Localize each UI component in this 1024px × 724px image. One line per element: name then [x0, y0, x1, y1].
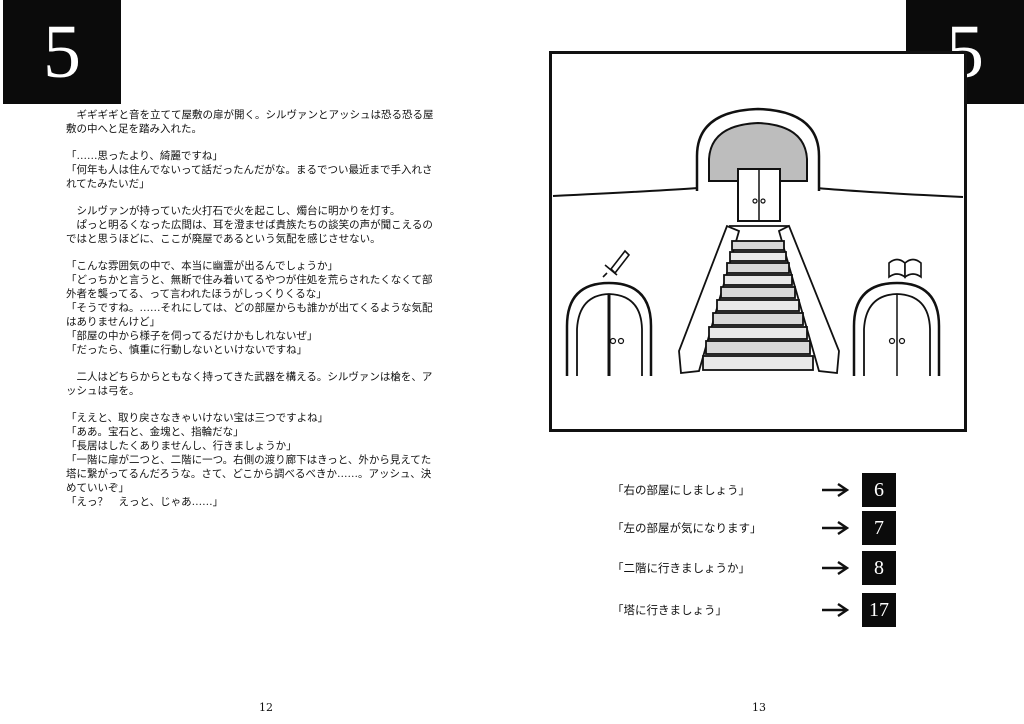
choice-text: 「左の部屋が気になります」 [612, 521, 762, 535]
page-number-left: 12 [259, 701, 273, 714]
paragraph: 二人はどちらからともなく持ってきた武器を構える。シルヴァンは槍を、ア ッシュは弓… [66, 371, 433, 397]
arrow-right-icon [822, 561, 850, 575]
paragraph: シルヴァンが持っていた火打石で火を起こし、燭台に明かりを灯す。 ぱっと明るくなっ… [66, 205, 433, 245]
paragraph: 「こんな雰囲気の中で、本当に幽霊が出るんでしょうか」 「どっちかと言うと、無断で… [66, 260, 433, 356]
paragraph-gap [66, 191, 466, 204]
paragraph: 「……思ったより、綺麗ですね」 「何年も人は住んでないって話だったんだがな。まる… [66, 150, 433, 190]
choice-row[interactable]: 「二階に行きましょうか」 8 [612, 551, 896, 585]
left-door [565, 281, 653, 376]
story-text: ギギギギと音を立てて屋敷の扉が開く。シルヴァンとアッシュは恐る恐る屋 敷の中へと… [66, 108, 466, 509]
paragraph-gap [66, 398, 466, 411]
upper-door [737, 168, 781, 222]
choice-text: 「塔に行きましょう」 [612, 603, 727, 617]
section-number-left: 5 [3, 0, 121, 104]
choice-text: 「右の部屋にしましょう」 [612, 483, 750, 497]
hall-illustration [549, 51, 967, 432]
staircase [678, 224, 840, 374]
target-section-number[interactable]: 6 [862, 473, 896, 507]
book-icon [888, 258, 922, 279]
arrow-right-icon [822, 483, 850, 497]
paragraph-gap [66, 246, 466, 259]
target-section-number[interactable]: 7 [862, 511, 896, 545]
paragraph: ギギギギと音を立てて屋敷の扉が開く。シルヴァンとアッシュは恐る恐る屋 敷の中へと… [66, 109, 434, 135]
paragraph-gap [66, 357, 466, 370]
arrow-right-icon [822, 521, 850, 535]
choice-row[interactable]: 「右の部屋にしましょう」 6 [612, 473, 896, 507]
choice-row[interactable]: 「左の部屋が気になります」 7 [612, 511, 896, 545]
page-number-right: 13 [752, 701, 766, 714]
paragraph-gap [66, 136, 466, 149]
target-section-number[interactable]: 17 [862, 593, 896, 627]
sword-icon [602, 249, 631, 278]
upper-arch [695, 107, 821, 191]
target-section-number[interactable]: 8 [862, 551, 896, 585]
right-door [852, 281, 941, 376]
arrow-right-icon [822, 603, 850, 617]
choice-text: 「二階に行きましょうか」 [612, 561, 750, 575]
paragraph: 「ええと、取り戻さなきゃいけない宝は三つですよね」 「ああ。宝石と、金塊と、指輪… [66, 412, 432, 508]
choice-row[interactable]: 「塔に行きましょう」 17 [612, 593, 896, 627]
